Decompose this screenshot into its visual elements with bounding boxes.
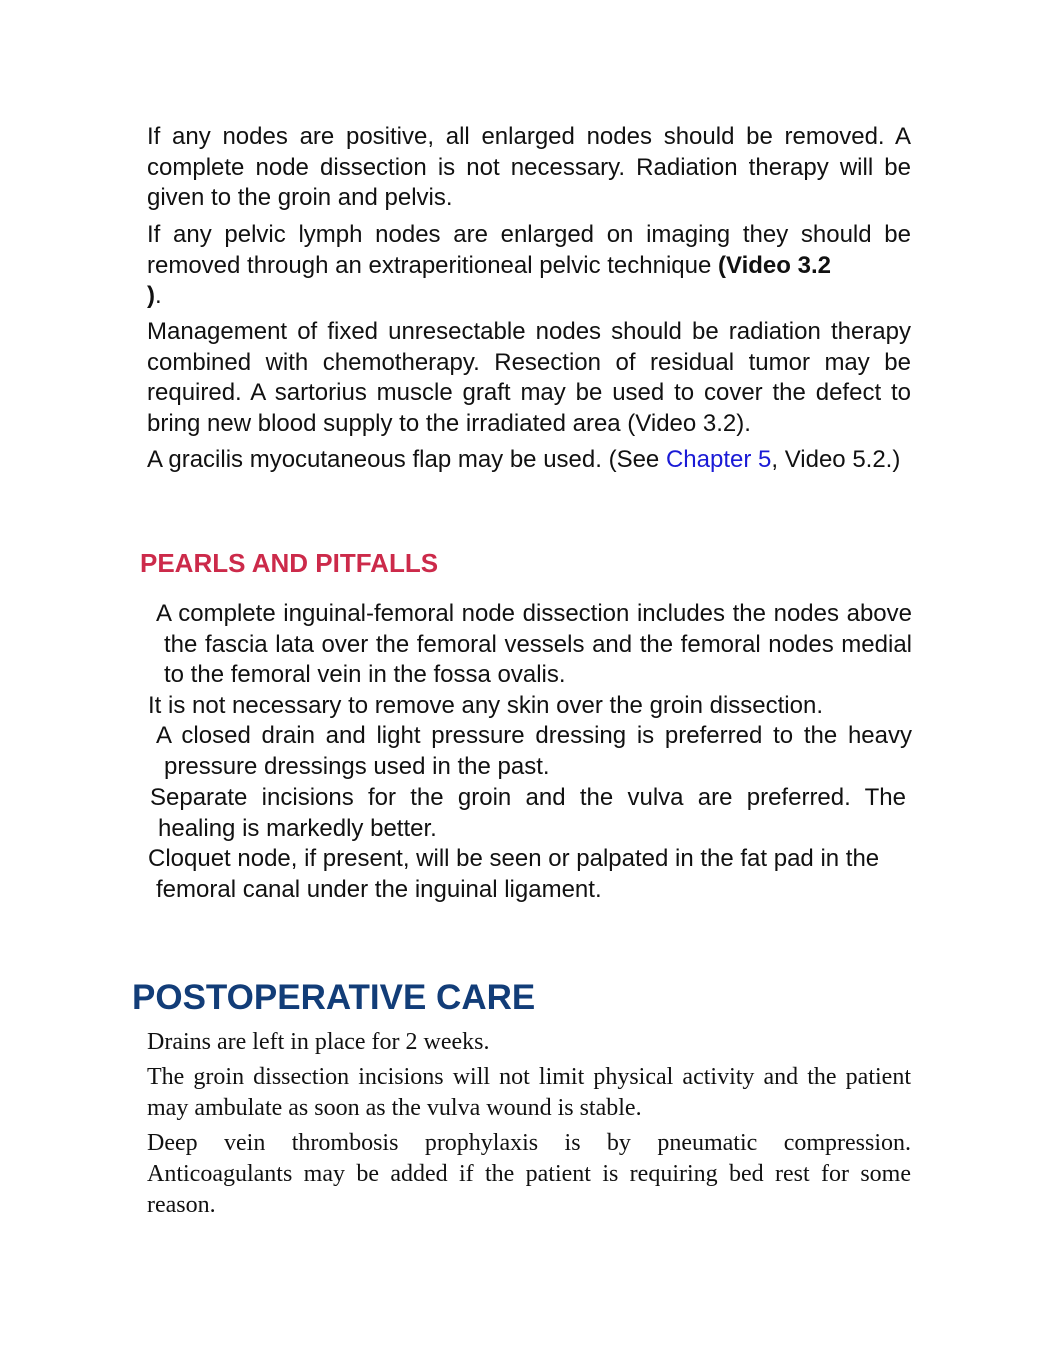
postoperative-item: Drains are left in place for 2 weeks. xyxy=(147,1029,490,1055)
paragraph-pelvic-nodes-end: . xyxy=(155,282,162,309)
pearls-heading: PEARLS AND PITFALLS xyxy=(140,548,439,578)
postoperative-item: Deep vein thrombosis prophylaxis is by p… xyxy=(147,1130,911,1218)
postoperative-item: The groin dissection incisions will not … xyxy=(147,1064,911,1121)
paragraph-pelvic-nodes: If any pelvic lymph nodes are enlarged o… xyxy=(147,220,911,312)
video-reference-close: ) xyxy=(147,282,155,309)
paragraph-fixed-nodes: Management of fixed unresectable nodes s… xyxy=(147,318,911,437)
pearl-item: A closed drain and light pressure dressi… xyxy=(156,722,912,780)
paragraph-gracilis-flap: A gracilis myocutaneous flap may be used… xyxy=(147,445,911,476)
pearl-item: Cloquet node, if present, will be seen o… xyxy=(148,845,880,903)
paragraph-pelvic-nodes-text: If any pelvic lymph nodes are enlarged o… xyxy=(147,221,911,279)
pearl-item: Separate incisions for the groin and the… xyxy=(150,784,906,842)
pearl-item: It is not necessary to remove any skin o… xyxy=(148,692,823,719)
pearl-item: A complete inguinal-femoral node dissect… xyxy=(156,600,912,688)
postoperative-heading: POSTOPERATIVE CARE xyxy=(132,978,536,1017)
paragraph-gracilis-end: , Video 5.2.) xyxy=(771,446,901,473)
chapter-link[interactable]: Chapter 5 xyxy=(665,446,772,473)
video-reference: (Video 3.2 xyxy=(718,251,831,279)
paragraph-gracilis-text: A gracilis myocutaneous flap may be used… xyxy=(147,446,666,473)
paragraph-node-removal: If any nodes are positive, all enlarged … xyxy=(147,123,911,211)
